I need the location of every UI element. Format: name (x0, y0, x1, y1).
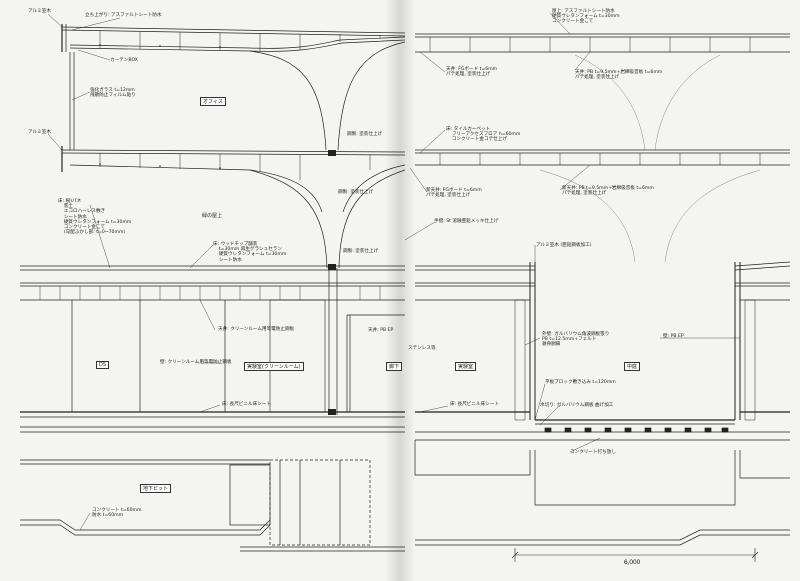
note-exposed-concrete: コンクリート打ち放し (570, 450, 616, 455)
phantom-column-curves (539, 54, 761, 263)
note-parapet-waterproof: 立ち上がり: アスファルトシート防水 (85, 13, 162, 18)
note-wall-pb-ep: 壁: PB EP (663, 334, 684, 339)
note-pit-concrete: コンクリート t=60mm 防水 t=60mm (92, 508, 142, 519)
right-roof-slab (415, 33, 790, 53)
note-vinyl-floor-left: 床: 長尺ビニル床シート (222, 402, 271, 407)
note-ceiling-pb-rockwool: 天井: PB t=9.5mm+岩綿吸音板 t=6mm パテ処理, 塗装仕上げ (575, 70, 663, 81)
room-basement-pit: 地下ピット (140, 484, 172, 493)
note-stainless: ステンレス等 (408, 346, 436, 351)
note-cleanroom-wall: 壁: クリーンルーム用等電防止鋼板 (160, 360, 232, 365)
lower-column-curve-right (338, 169, 406, 269)
note-alu-coping-1: アルミ笠木 (28, 9, 51, 14)
upper-column-curve-left (249, 50, 327, 151)
slab-markers (99, 44, 336, 415)
room-ds: DS (96, 361, 110, 369)
note-new-ceiling-fg: 新天井: FGボード t=6mm パテ処理, 塗装仕上げ (426, 188, 482, 199)
room-corridor: 廊下 (386, 362, 403, 371)
note-vinyl-floor-right: 床: 長尺ビニル床シート (450, 402, 499, 407)
note-steel-paint-1: 鋼製: 塗装仕上げ (347, 132, 383, 137)
page-gutter (385, 0, 415, 581)
note-alu-coping-right: アルミ笠木 (亜鉛鋼板加工) (536, 243, 592, 248)
note-ceiling-fg-board: 天井: FGボード t=6mm パテ処理, 塗装仕上げ (446, 67, 498, 78)
upper-column-curve-right (337, 41, 406, 151)
green-roof-deck (20, 265, 405, 287)
leader-lines (47, 12, 740, 531)
deck-joists (39, 286, 381, 300)
paving-blocks (544, 427, 729, 433)
lower-column-curve-left (249, 169, 328, 269)
room-office: オフィス (200, 97, 226, 106)
note-flashing: 水切り: ガルバリウム鋼板 曲げ加工 (540, 403, 614, 408)
note-new-ceiling-pb-rockwool: 新天井: PB t=9.5mm+岩綿吸音板 t=6mm パテ処理, 塗装仕上げ (562, 186, 654, 197)
note-steel-paint-2: 鋼製: 塗装仕上げ (338, 190, 374, 195)
upper-roof-slab (61, 24, 406, 52)
note-cleanroom-ceiling: 天井: クリーンルーム用等電防止鋼板 (218, 327, 295, 332)
courtyard-walls (415, 262, 790, 421)
courtyard-paving (415, 411, 790, 441)
dimension-label: 6,000 (624, 559, 641, 566)
note-handrail: 手摺: St 溶融亜鉛メッキ仕上げ (434, 219, 499, 224)
right-foundation (414, 440, 790, 546)
ground-slab (20, 411, 405, 433)
dimension-line (511, 548, 759, 562)
pit-structure (20, 459, 405, 552)
room-green-roof: 緑の屋上 (202, 213, 223, 219)
room-cleanroom-lab: 実験室(クリーンルーム) (244, 362, 304, 371)
note-steel-paint-3: 鋼製: 塗装仕上げ (343, 249, 379, 254)
lab-walls (20, 299, 405, 413)
note-roof-waterproof: 屋上: アスファルトシート防水 硬質ウレタンフォーム t=30mm コンクリート… (552, 9, 620, 25)
note-alu-coping-2: アルミ笠木 (28, 130, 51, 135)
room-lab: 実験室 (455, 362, 477, 371)
note-curtain-box: カーテンBOX (110, 58, 138, 63)
note-paving-block: 平板ブロック敷き込み t=120mm (545, 380, 616, 385)
note-glass: 強化ガラス t=12mm 飛散防止フィルム貼り (90, 88, 136, 99)
note-green-roof-floor: 床: 樹)パネ 客土 エコロハーレス敷き シート防水 硬質ウレタンフォーム t=… (58, 199, 132, 236)
right-deck (415, 261, 791, 287)
note-tile-carpet: 床: タイルカーペット フリーアクセスフロア h=60mm コンクリート金コテ仕… (446, 127, 521, 143)
note-exterior-wall: 外壁: ガルバリウム角波鋼板張り PB t=12.5mm+フェルト 鉄骨胴縁 (542, 332, 610, 348)
right-middle-slab (415, 149, 790, 166)
note-woodchip-floor: 床: ウッドチップ舗装 t=30mm 再生グラシュセラン 硬質ウレタンフォーム … (213, 242, 287, 263)
room-courtyard: 中庭 (624, 362, 641, 371)
note-ceiling-pb-ep-left: 天井: PB EP (368, 328, 394, 333)
